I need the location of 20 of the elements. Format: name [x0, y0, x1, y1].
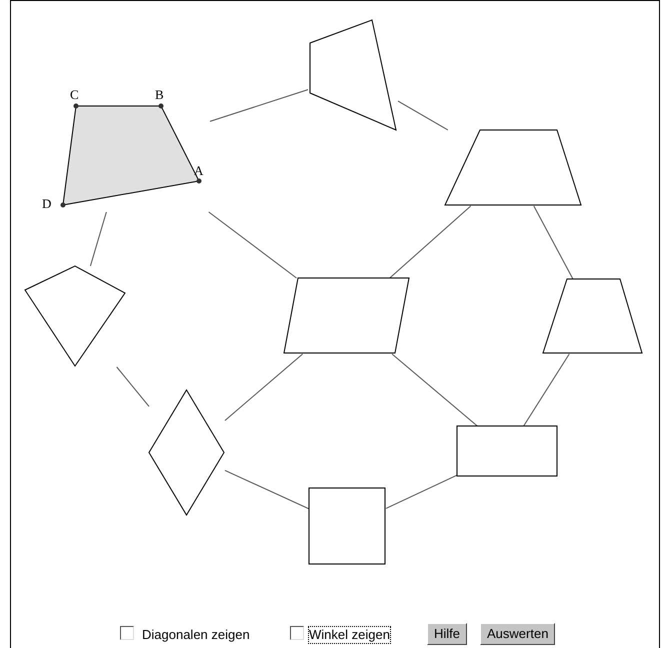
connector-line [116, 366, 150, 407]
vertex-label: C [70, 88, 79, 101]
connector-line [386, 474, 458, 509]
connector-line [208, 212, 297, 278]
connector-line [210, 89, 308, 122]
submit-button: Auswerten [480, 623, 556, 645]
checkbox-label: Diagonalen zeigen [142, 626, 250, 644]
connector-line [392, 354, 478, 426]
vertex-label: A [194, 164, 204, 177]
connector-line [398, 100, 448, 130]
connector-line [90, 212, 107, 266]
help-button: Hilfe [427, 623, 468, 645]
connector-line [389, 206, 472, 278]
connector-line [523, 354, 570, 426]
vertex-label: B [155, 88, 164, 101]
connector-line [224, 470, 310, 510]
connector-line [533, 206, 574, 280]
vertex-label: D [42, 197, 52, 210]
connector-line [224, 354, 304, 421]
checkbox-label: Winkel zeigen [309, 627, 390, 643]
